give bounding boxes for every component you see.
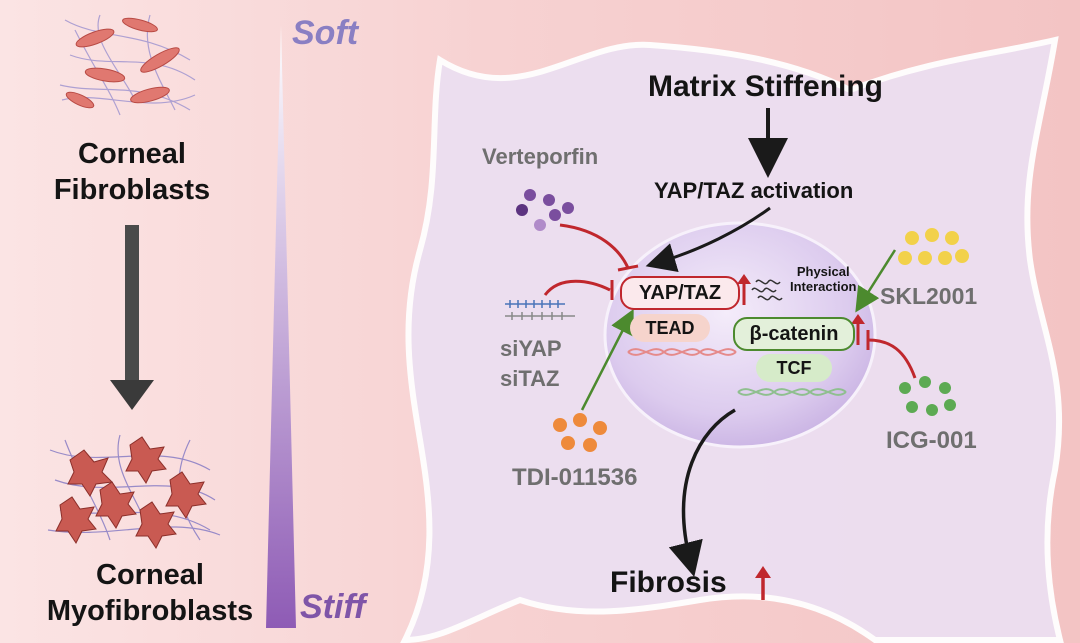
sirna-inhibit-line (543, 279, 611, 296)
myofibroblast-label-line1: Corneal (96, 559, 204, 591)
stiffness-gradient-wedge (266, 25, 296, 628)
tdi-label: TDI-011536 (512, 464, 638, 491)
physical-interaction-label: Physical Interaction (790, 264, 856, 294)
icg-molecules (899, 376, 956, 416)
matrix-stiffening-label: Matrix Stiffening (648, 70, 884, 103)
skl-label: SKL2001 (880, 283, 978, 309)
dna-tead (627, 348, 737, 356)
up-arrow-yap (737, 274, 751, 305)
beta-catenin-node: β-catenin (733, 317, 855, 351)
up-arrow-catenin (851, 314, 865, 345)
myofibroblast-label: Corneal Myofibroblasts (47, 557, 253, 629)
verteporfin-molecules (516, 189, 574, 231)
fibrosis-arrow (668, 408, 736, 577)
fibroblast-label: Corneal Fibroblasts (54, 136, 210, 208)
skl-activate-arrow (855, 249, 897, 313)
icg-label: ICG-001 (886, 427, 977, 454)
physical-interaction-line1: Physical (796, 264, 850, 279)
soft-label: Soft (292, 14, 359, 52)
fibroblast-label-line1: Corneal (78, 138, 186, 170)
tdi-molecules (553, 413, 607, 452)
sirna-label: siYAP siTAZ (500, 334, 562, 394)
physical-interaction-line2: Interaction (790, 279, 857, 294)
tcf-node: TCF (756, 354, 832, 382)
verteporfin-label: Verteporfin (482, 144, 599, 169)
interaction-icon (751, 279, 783, 301)
icg-inhibit-line (867, 338, 917, 379)
stiff-label: Stiff (300, 588, 366, 626)
myofibroblast-label-line2: Myofibroblasts (46, 595, 254, 627)
sirna-icon (505, 300, 575, 320)
dna-tcf (737, 388, 847, 396)
up-arrow-fibrosis (755, 566, 771, 600)
sitaz-label: siTAZ (500, 366, 560, 391)
differentiation-arrow (110, 225, 154, 410)
siyap-label: siYAP (500, 336, 562, 361)
fibrosis-label: Fibrosis (610, 566, 727, 599)
tdi-activate-arrow (580, 308, 634, 411)
yap-taz-node: YAP/TAZ (620, 276, 740, 310)
activation-arrow (645, 206, 771, 273)
verteporfin-inhibit-line (559, 223, 630, 269)
skl-molecules (898, 228, 969, 265)
yap-taz-activation-label: YAP/TAZ activation (654, 178, 854, 203)
myofibroblast-illustration (47, 434, 221, 549)
fibroblast-illustration (59, 14, 196, 116)
fibroblast-label-line2: Fibroblasts (53, 174, 211, 206)
tead-node: TEAD (630, 314, 710, 342)
